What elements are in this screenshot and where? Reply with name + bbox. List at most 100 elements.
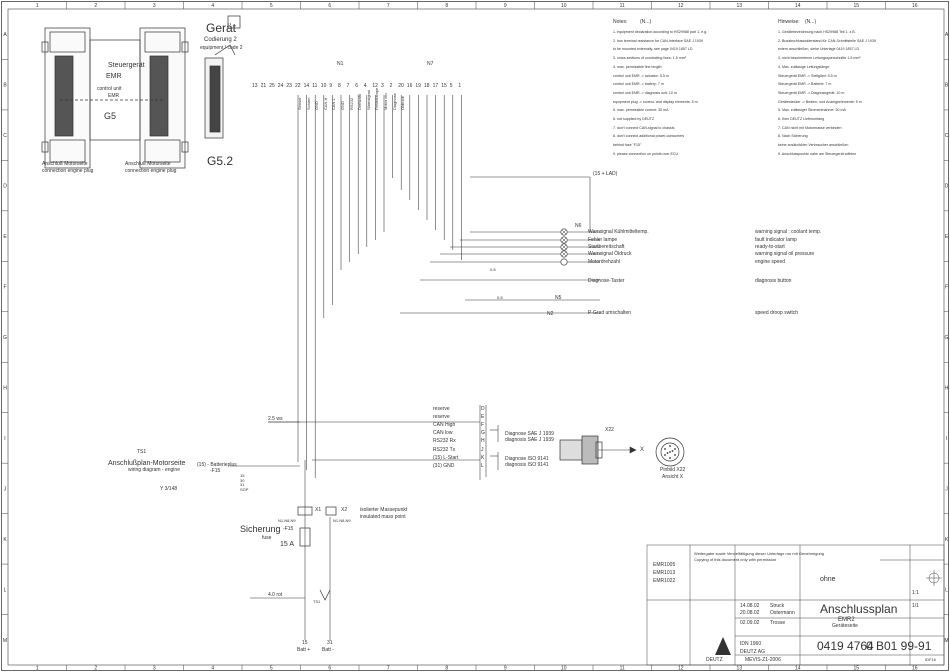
lamp-circuit <box>400 176 600 314</box>
tb-date2: 20.08.02 <box>740 610 760 616</box>
ground-x2: X2 <box>341 507 348 513</box>
connector-row-pin: K <box>481 454 485 461</box>
grid-col-label: 13 <box>736 3 742 9</box>
plug-ref: X22 <box>605 427 614 433</box>
grid-col-label: 5 <box>270 666 273 672</box>
note-item: Steuergerät EMR -> Batterie: 7 m <box>778 82 832 87</box>
tb-name2: Ostermann <box>770 610 795 616</box>
speed-switch-de: P-Grad umschalten <box>588 310 632 316</box>
note-item: control unit EMR -> diagnosis unit: 10 m <box>613 90 677 95</box>
hinweise-cont: (N...) <box>805 19 817 25</box>
gerat-sub-de: Codierung 2 <box>204 37 237 43</box>
pin-number: 19 <box>415 83 421 89</box>
note-item: 1. equipment declaration according to HS… <box>613 30 708 34</box>
grid-col-label: 11 <box>620 3 625 9</box>
note-item: 6. not supplied by DEUTZ <box>613 117 655 121</box>
diag1-en: diagnosis SAE J 1939 <box>505 437 554 443</box>
grid-row-label: I <box>946 436 947 442</box>
x22-pin <box>674 448 676 450</box>
grid-row-label: E <box>3 234 7 240</box>
note-item: behind fuse "F15" <box>613 143 642 148</box>
ground-desc-de: isolierter Massepunkt <box>360 507 408 513</box>
supply-label: (15 + LAD) <box>593 171 618 177</box>
x22-pin <box>674 454 676 456</box>
marker-n2: N2 <box>547 311 554 317</box>
engine-side-supply: (15) - Batterieplus <box>197 462 237 468</box>
grid-col-label: 15 <box>853 3 859 9</box>
grid-col-label: 12 <box>678 3 684 9</box>
tb-rev-1: EMR1005 <box>653 562 676 568</box>
connector-row-label: CAN low <box>433 430 453 437</box>
x22-pin <box>669 457 671 459</box>
connector-row-label: RS232 Tx <box>433 446 456 453</box>
grid-row-label: E <box>945 234 949 240</box>
tb-std: IDN 1960 <box>740 641 762 647</box>
tb-date1: 14.08.02 <box>740 603 760 609</box>
pin-label: Schirm <box>305 97 311 110</box>
ecu-drawing <box>41 27 189 169</box>
grid-col-label: 8 <box>445 3 448 9</box>
connector-row-label: RS232 Rx <box>433 438 456 445</box>
arrow-x: X <box>640 447 645 453</box>
ecu-caption-de-2: Anschluß Motorseite <box>125 161 171 167</box>
ecu-caption-de: Anschluß Motorseite <box>42 161 88 167</box>
grid-col-label: 8 <box>445 666 448 672</box>
gerat-title: Gerät <box>206 21 237 35</box>
grid-row-label: F <box>3 285 6 291</box>
note-item: 6. Kein DEUTZ Lieferumfang <box>778 117 825 121</box>
connector-row-pin: F <box>481 422 485 429</box>
tb-dwg-ref: MEVIS-Z1-2006 <box>745 657 781 663</box>
tb-index: 01 99-91 <box>884 639 932 653</box>
grid-col-label: 10 <box>561 3 567 9</box>
note-item: equipment plug -> control- and display e… <box>613 99 698 104</box>
gerat-connector-drawing <box>204 15 241 139</box>
grid-row-label: C <box>945 133 949 139</box>
connector-row-label: reserve <box>433 406 450 412</box>
pin-number: 7 <box>346 83 350 89</box>
grid-row-label: B <box>3 83 7 89</box>
view-de: Pinbild X22 <box>660 467 686 473</box>
pin-number: 3 <box>381 83 384 89</box>
grid-col-label: 2 <box>94 3 97 9</box>
tb-date3: 02.09.02 <box>740 620 760 626</box>
fuse-label-de: Sicherung <box>240 524 281 534</box>
tb-sub1: EMR2 <box>838 617 855 623</box>
grid-col-label: 6 <box>328 666 331 672</box>
lamp-label-en: warning signal oil pressure <box>755 250 815 257</box>
pin-wires <box>297 95 462 478</box>
tb-doc-no: 0419 4764 <box>817 639 874 653</box>
grid-col-label: 11 <box>620 666 625 672</box>
pin-number: 23 <box>286 83 292 89</box>
grid-row-label: M <box>3 638 7 644</box>
x22-pin <box>669 451 671 453</box>
connector-row-label: (15) L-Start <box>433 454 459 461</box>
grid-col-label: 5 <box>270 3 273 9</box>
note-item: control unit EMR -> battery: 7 m <box>613 82 664 87</box>
pin-number: 9 <box>329 83 333 89</box>
pin-number: 8 <box>338 83 341 89</box>
tb-confidential-en: Copying of this document only with permi… <box>694 557 777 562</box>
engine-side-id: TS1 <box>137 449 147 455</box>
grid-row-label: K <box>3 537 7 543</box>
note-item: 4. Max. zulässige Leitungslänge: <box>778 64 831 69</box>
marker-n7: N7 <box>427 61 434 67</box>
pin-number: 10 <box>320 83 327 89</box>
lamp-label-de: Fehler lampe <box>588 236 618 243</box>
grid-col-label: 16 <box>912 3 918 9</box>
tb-material: ohne <box>820 576 836 583</box>
diag-button-de: Diagnose-Taster <box>588 278 625 284</box>
pin-label: CAN H <box>322 97 328 110</box>
tb-sheet-of: 1/1 <box>912 603 919 609</box>
tb-confidential: Weitergabe sowie Vervielfältigung dieser… <box>694 551 824 556</box>
pin-number: 6 <box>355 83 358 89</box>
x22-pin <box>669 445 671 447</box>
pin-label: Warnsignal <box>365 90 371 110</box>
diag-button-en: diagnosis button <box>755 278 792 284</box>
gerat-sub-en: equipment / code 2 <box>200 45 243 51</box>
lamp-label-de: Motordrehzahl <box>588 258 620 265</box>
pin-number: 1 <box>458 83 462 89</box>
tb-title: Anschlussplan <box>820 602 898 616</box>
ecu-caption-en-2: connection engine plug <box>125 168 177 174</box>
connector-row-pin: J <box>481 446 484 453</box>
connector-row-label: CAN High <box>433 422 456 429</box>
